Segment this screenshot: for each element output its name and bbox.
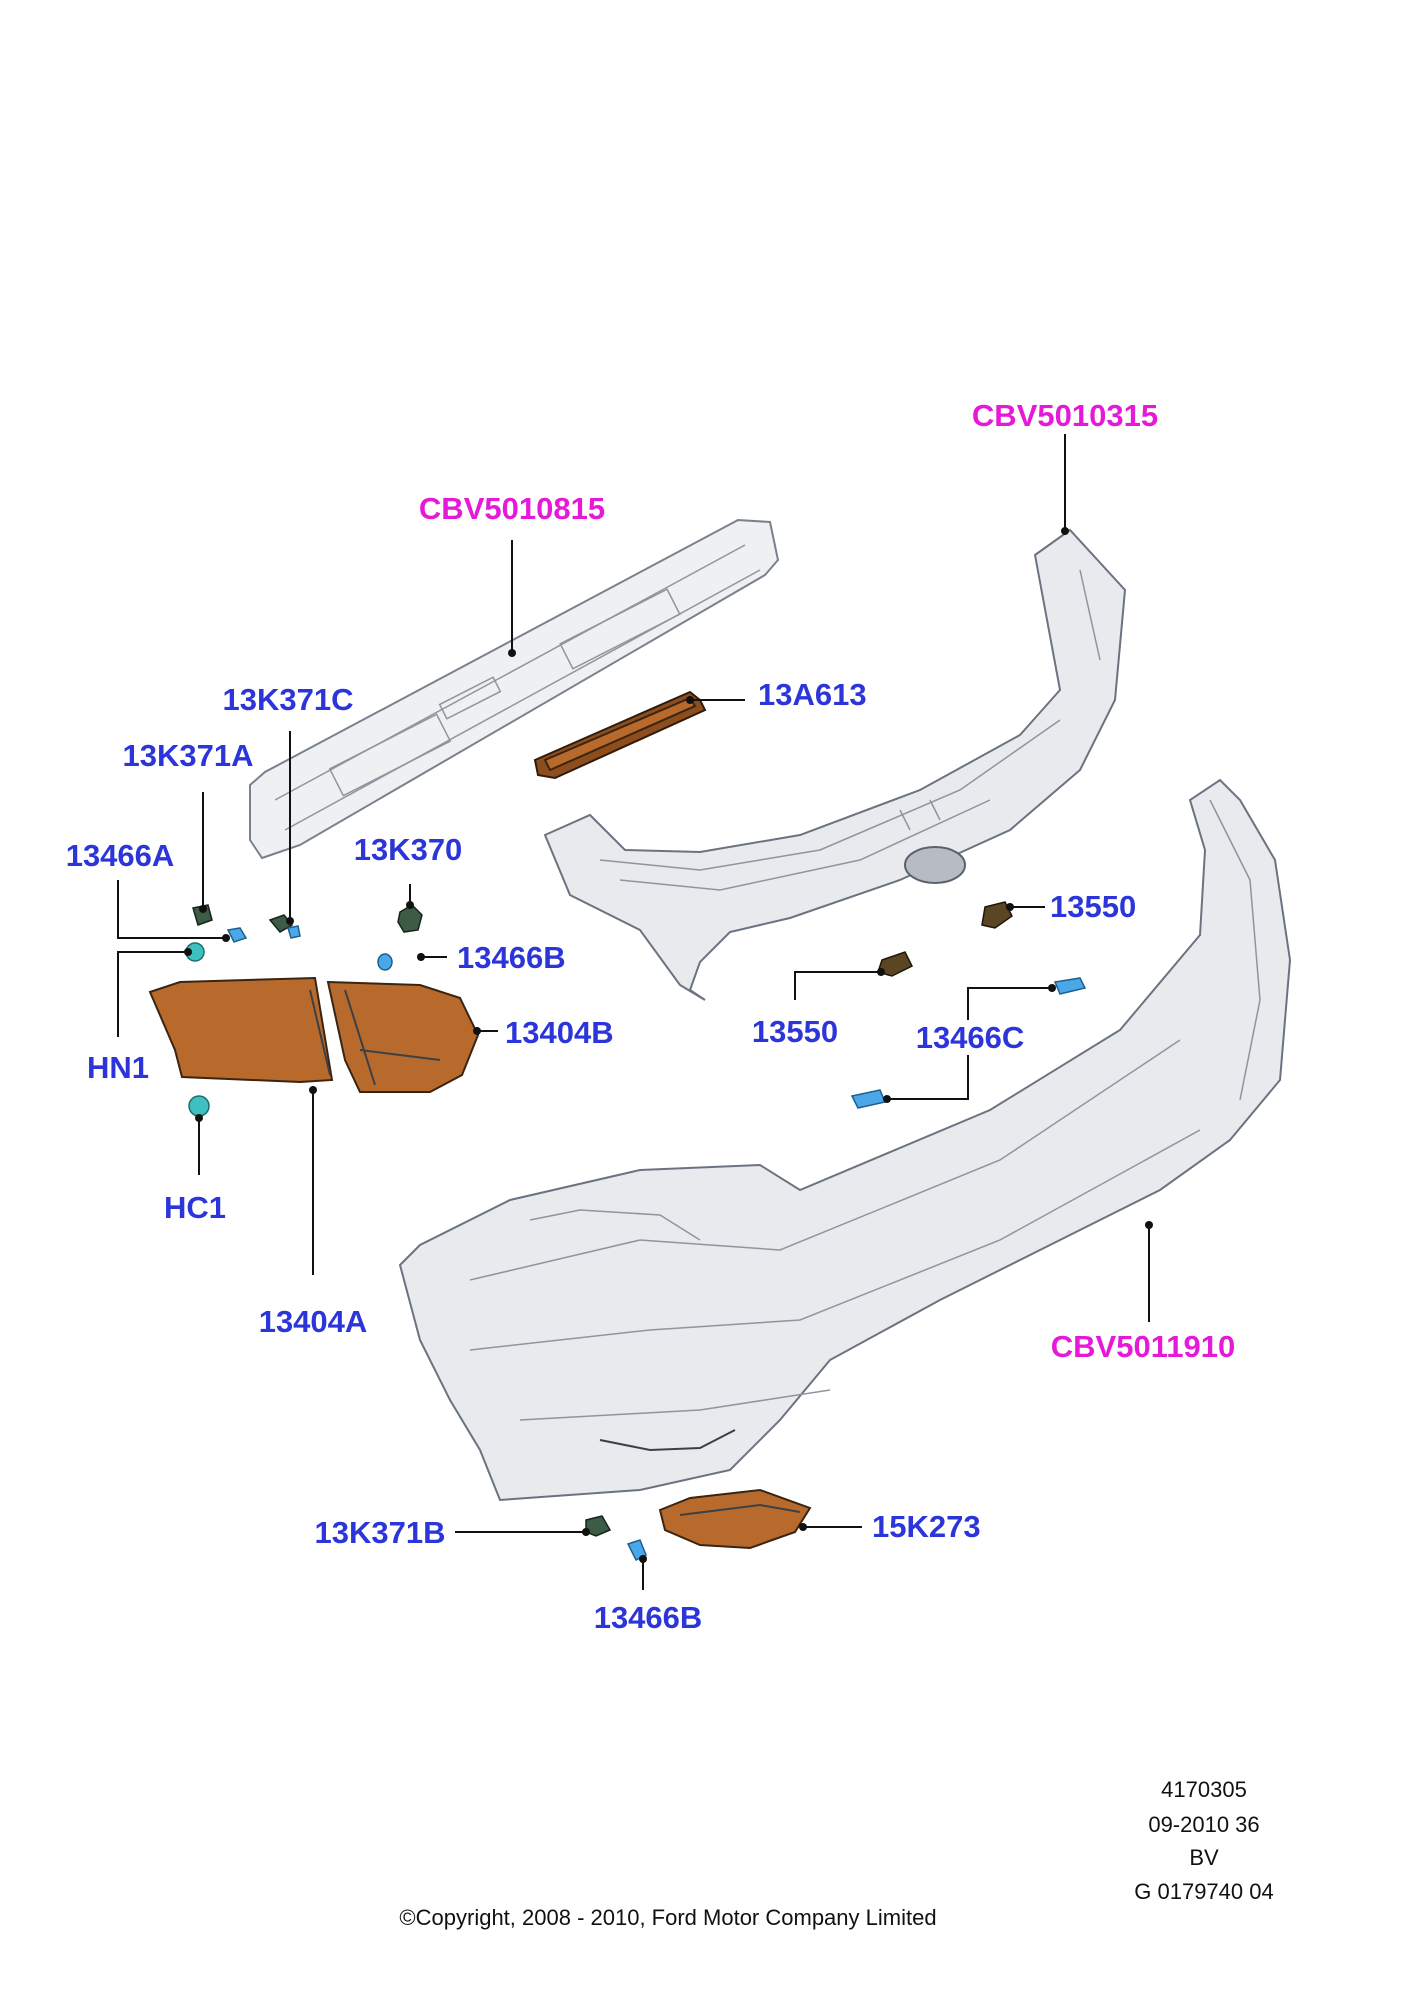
label-13k371b: 13K371B bbox=[315, 1515, 446, 1550]
label-hn1: HN1 bbox=[87, 1050, 149, 1085]
rear-bumper-cover bbox=[398, 778, 1292, 1502]
label-13550-top: 13550 bbox=[1050, 889, 1136, 924]
leader-lines bbox=[117, 434, 1153, 1590]
upper-spoiler-panel bbox=[249, 518, 780, 860]
high-mount-stop-lamp bbox=[533, 690, 707, 780]
grommet-hc1 bbox=[188, 1095, 210, 1117]
drawing-code-2: 09-2010 36 bbox=[1148, 1812, 1259, 1837]
drawing-code-3: BV bbox=[1189, 1845, 1219, 1870]
bulb-13466c-top bbox=[1053, 977, 1087, 995]
copyright: ©Copyright, 2008 - 2010, Ford Motor Comp… bbox=[399, 1905, 936, 1930]
label-13466c: 13466C bbox=[916, 1020, 1025, 1055]
label-13404a: 13404A bbox=[259, 1304, 368, 1339]
drawing-code-4: G 0179740 04 bbox=[1134, 1879, 1273, 1904]
socket-13k371c bbox=[268, 914, 301, 939]
label-cbv5010315: CBV5010315 bbox=[972, 398, 1158, 433]
tail-lamp-right bbox=[326, 980, 480, 1093]
socket-13550-top bbox=[981, 901, 1013, 929]
label-cbv5010815: CBV5010815 bbox=[419, 491, 605, 526]
label-13a613: 13A613 bbox=[758, 677, 867, 712]
connector-13k370 bbox=[397, 904, 423, 933]
rear-fog-lamp bbox=[658, 1488, 812, 1550]
label-cbv5011910: CBV5011910 bbox=[1051, 1329, 1235, 1364]
label-13466b-bottom: 13466B bbox=[594, 1600, 703, 1635]
footer: 4170305 09-2010 36 BV G 0179740 04 ©Copy… bbox=[399, 1777, 1273, 1930]
label-13k371a: 13K371A bbox=[123, 738, 254, 773]
label-13k371c: 13K371C bbox=[223, 682, 354, 717]
label-hc1: HC1 bbox=[164, 1190, 226, 1225]
label-13466b-top: 13466B bbox=[457, 940, 566, 975]
tailgate-panel bbox=[543, 528, 1127, 1001]
bulb-13466b-bottom bbox=[626, 1539, 647, 1562]
tail-lamp-left bbox=[148, 976, 334, 1084]
drawing-code-1: 4170305 bbox=[1161, 1777, 1247, 1802]
callout-labels: CBV5010315 CBV5010815 13K371C 13A613 13K… bbox=[66, 398, 1236, 1635]
label-13550-mid: 13550 bbox=[752, 1014, 838, 1049]
bulb-13466a bbox=[226, 927, 248, 943]
bulb-13466c-bottom bbox=[850, 1089, 887, 1109]
label-13466a: 13466A bbox=[66, 838, 175, 873]
label-13404b: 13404B bbox=[505, 1015, 614, 1050]
bulb-13466b-top bbox=[377, 953, 393, 971]
label-15k273: 15K273 bbox=[872, 1509, 981, 1544]
label-13k370: 13K370 bbox=[354, 832, 463, 867]
